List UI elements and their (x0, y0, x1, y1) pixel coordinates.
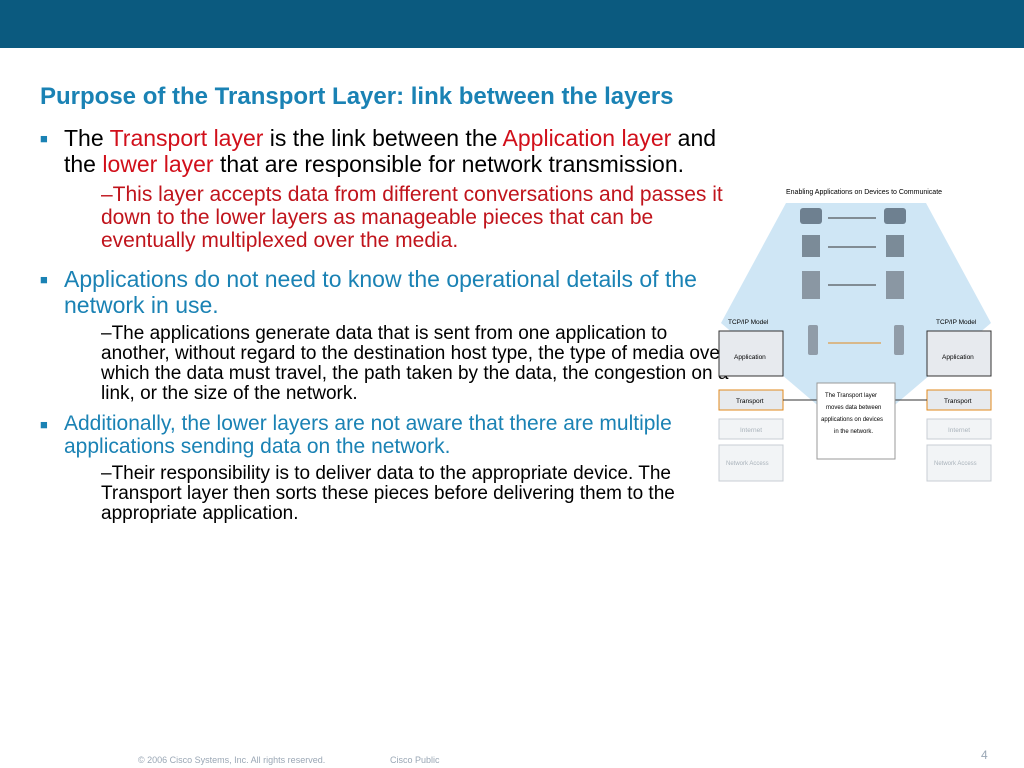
bullet-applications: ■ Applications do not need to know the o… (40, 266, 697, 318)
sub-bullet-responsibility: –Their responsibility is to deliver data… (101, 463, 675, 524)
monitor-icon (886, 235, 904, 257)
monitor-icon (802, 235, 820, 257)
transport-diagram: Enabling Applications on Devices to Comm… (718, 189, 992, 482)
bullet-transport-link: ■ The Transport layer is the link betwee… (40, 125, 717, 177)
left-network-access-label: Network Access (726, 461, 769, 467)
square-bullet-icon: ■ (40, 131, 48, 146)
right-internet-label: Internet (948, 427, 970, 434)
slide-title: Purpose of the Transport Layer: link bet… (40, 83, 674, 110)
footer-classification: Cisco Public (390, 755, 440, 765)
right-internet-layer (926, 418, 992, 440)
right-funnel (856, 203, 991, 438)
note-line-2: moves data between (826, 405, 881, 411)
note-line-1: The Transport layer (825, 393, 877, 399)
left-transport-label: Transport (736, 398, 764, 405)
left-model-label: TCP/IP Model (728, 319, 769, 326)
note-line-3: applications on devices (821, 417, 883, 423)
diagram-title: Enabling Applications on Devices to Comm… (786, 189, 942, 196)
left-funnel (721, 203, 856, 438)
left-internet-layer (718, 418, 784, 440)
header-bar (0, 0, 1024, 48)
right-network-access-layer (926, 444, 992, 482)
right-network-access-label: Network Access (934, 461, 977, 467)
right-model-label: TCP/IP Model (936, 319, 977, 326)
left-application-label: Application (734, 354, 766, 361)
left-internet-label: Internet (740, 427, 762, 434)
right-application-layer (926, 330, 992, 377)
handset-icon (808, 325, 818, 355)
handset-icon (894, 325, 904, 355)
bullet-lower-layers: ■ Additionally, the lower layers are not… (40, 412, 672, 458)
phone-icon (884, 208, 906, 224)
computer-icon (802, 271, 820, 299)
footer-copyright: © 2006 Cisco Systems, Inc. All rights re… (138, 755, 326, 765)
computer-icon (886, 271, 904, 299)
slide-content: ■ The Transport layer is the link betwee… (40, 125, 730, 532)
right-transport-label: Transport (944, 398, 972, 405)
left-network-access-layer (718, 444, 784, 482)
note-line-4: in the network. (834, 429, 873, 435)
phone-icon (800, 208, 822, 224)
right-application-label: Application (942, 354, 974, 361)
sub-bullet-applications-generate: –The applications generate data that is … (101, 323, 729, 404)
square-bullet-icon: ■ (40, 417, 48, 432)
page-number: 4 (981, 748, 988, 762)
square-bullet-icon: ■ (40, 272, 48, 287)
left-application-layer (718, 330, 784, 377)
transport-note-box (816, 382, 896, 460)
sub-bullet-accepts-data: –This layer accepts data from different … (101, 183, 723, 252)
